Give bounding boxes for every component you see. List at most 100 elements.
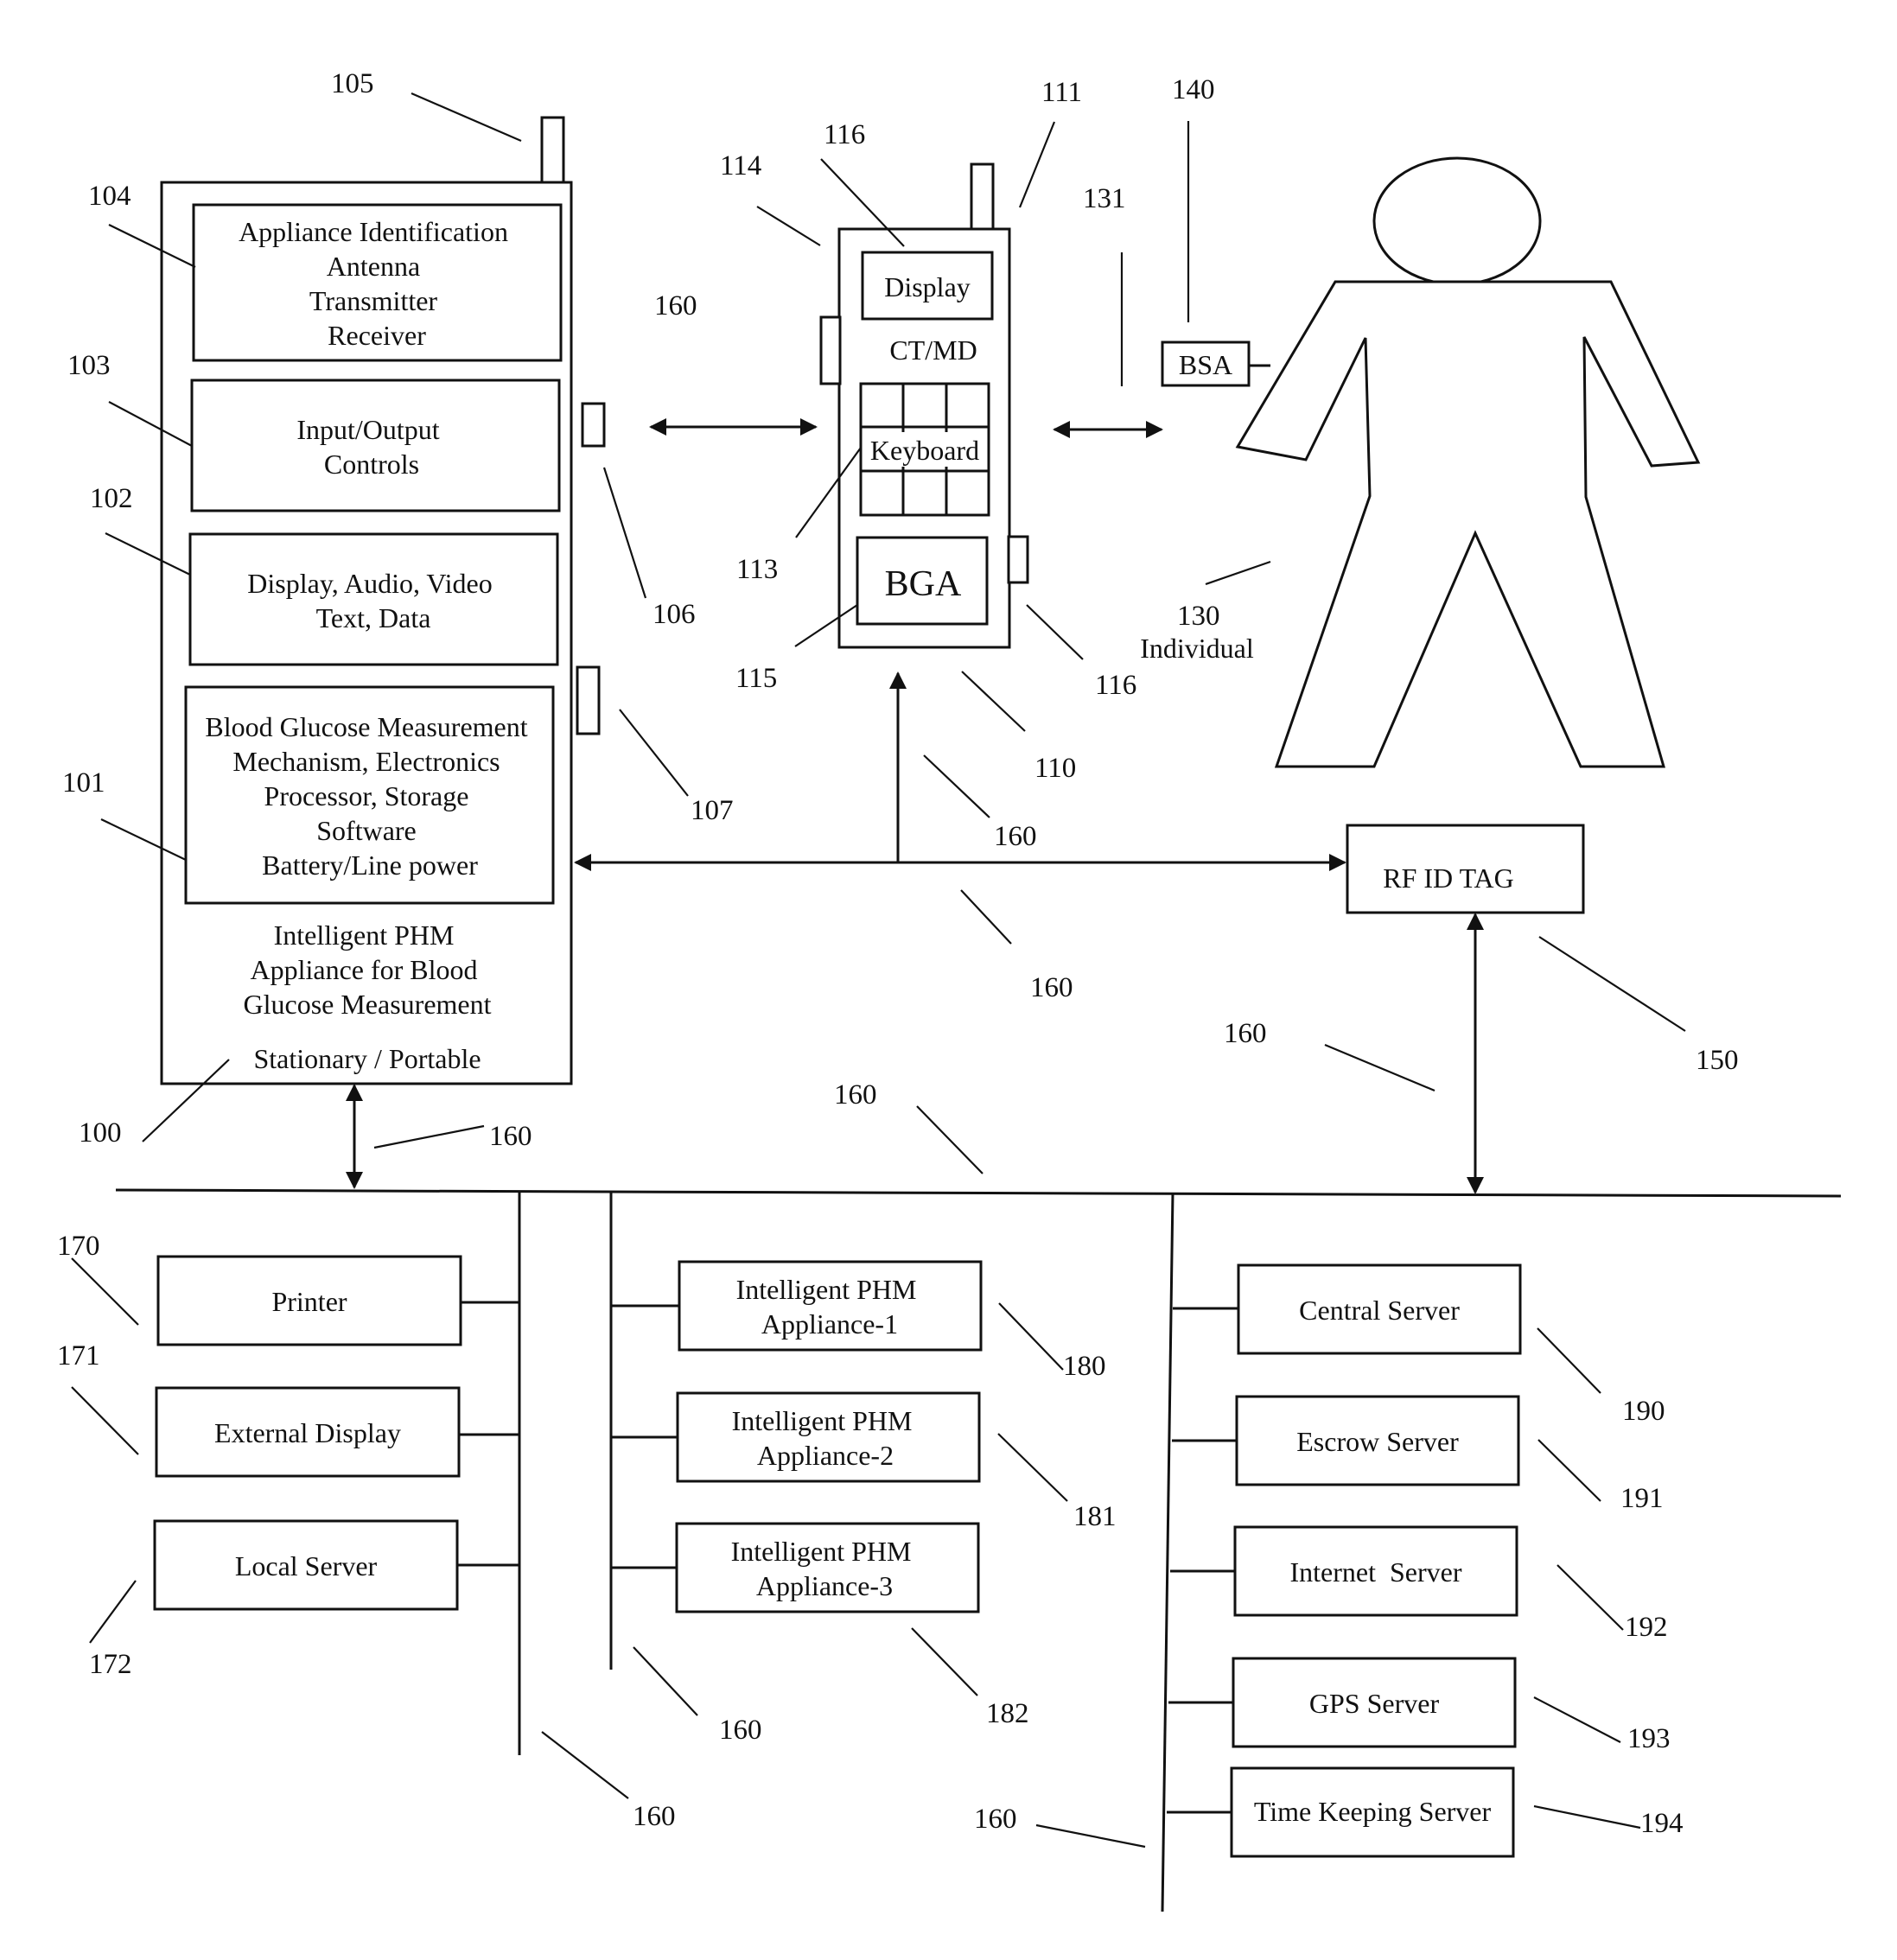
phm-appliance-3-line: Appliance-3 [756,1570,893,1601]
ref-110: 110 [1034,753,1076,784]
ref-160-d: 160 [1224,1018,1267,1049]
svg-text:Appliance Identification: Appliance Identification Antenna Transmi… [239,216,515,351]
escrow-server-box [1235,1395,1520,1486]
ref-104: 104 [88,181,131,212]
block-103-line: Controls [324,449,419,480]
reference-numerals: 105 104 103 102 101 100 106 107 114 116 … [57,68,1739,1839]
svg-text:Intelligent PHM Applianc: Intelligent PHM Appliance for Blood Gluc… [243,920,491,1020]
ref-116-top: 116 [824,119,865,150]
escrow-server-label: Escrow Server [1296,1426,1459,1457]
block-104-identification [192,203,563,362]
svg-text:Blood Glucose Measurement: Blood Glucose Measurement Mechanism, Ele… [205,711,534,881]
block-101-line: Battery/Line power [262,850,478,881]
svg-text:Intelligent PHM Applianc: Intelligent PHM Appliance-3 [731,1536,919,1601]
local-server-label: Local Server [235,1550,378,1581]
ref-106: 106 [652,599,696,630]
block-102-display [188,532,559,666]
ref-172: 172 [89,1649,132,1680]
internet-server-box [1233,1525,1518,1617]
ref-192: 192 [1625,1612,1668,1643]
phm-appliance-1-box [678,1260,983,1352]
svg-text:Display, Audio, Video Te: Display, Audio, Video Text, Data [247,568,499,633]
ref-194: 194 [1640,1808,1684,1839]
ref-160-b: 160 [994,821,1037,852]
bsa-sensor [1161,340,1251,387]
port-107 [576,665,601,735]
port-106 [581,402,606,448]
svg-text:Intelligent PHM Applianc: Intelligent PHM Appliance-1 [736,1274,924,1340]
block-103-line: Input/Output [296,414,439,445]
ref-113: 113 [736,554,778,585]
phm-appliance-2-line: Appliance-2 [757,1440,894,1471]
phm-appliance-title-line: Appliance for Blood [250,954,477,985]
external-display-box [155,1386,461,1478]
ctmd-side-port-116 [1007,535,1029,584]
block-101-line: Software [316,815,417,846]
central-server-box [1237,1263,1522,1355]
block-101-line: Blood Glucose Measurement [205,711,527,742]
block-104-line: Antenna [327,251,420,282]
ref-160-f: 160 [489,1121,532,1152]
ref-101: 101 [62,767,105,799]
bsa-label: BSA [1179,349,1232,380]
ref-131: 131 [1083,183,1126,214]
phm-appliance-1-line: Intelligent PHM [736,1274,917,1305]
ref-111: 111 [1041,77,1082,108]
printer-label: Printer [271,1286,347,1317]
servers: Central Server Escrow Server Internet Se… [1167,1263,1522,1858]
ref-100: 100 [79,1117,122,1149]
external-display-label: External Display [214,1417,401,1448]
leader-lines [71,92,1686,1849]
connection-arrows [346,418,1484,1194]
ctmd-display [861,251,994,321]
phm-appliance-2-box [676,1391,981,1483]
ref-150: 150 [1696,1045,1739,1076]
ref-105: 105 [331,68,374,99]
ctmd-keyboard: Keyboard [859,382,990,517]
ref-102: 102 [90,483,133,514]
ctmd-device: Display CT/MD Keyboard BGA [819,162,1029,649]
phm-appliance-title-line: Intelligent PHM [274,920,455,951]
ref-115: 115 [735,663,777,694]
ref-193: 193 [1627,1723,1671,1754]
ref-160-g: 160 [719,1715,762,1746]
ctmd-keyboard-label: Keyboard [870,435,979,466]
ref-170: 170 [57,1231,100,1262]
ref-116-bottom: 116 [1095,670,1136,701]
local-server-box [153,1519,459,1611]
phm-appliance-2-line: Intelligent PHM [732,1405,913,1436]
block-104-line: Transmitter [309,285,438,316]
ref-140: 140 [1172,74,1215,105]
block-101-line: Mechanism, Electronics [232,746,500,777]
ctmd-label: CT/MD [889,334,977,366]
ref-180: 180 [1063,1351,1106,1382]
rfid-tag [1346,824,1585,914]
phm-appliance: Appliance Identification Antenna Transmi… [160,116,606,1085]
svg-text:Intelligent PHM Applianc: Intelligent PHM Appliance-2 [732,1405,920,1471]
ref-160-h: 160 [633,1801,676,1832]
peripherals: Printer External Display Local Server [153,1255,519,1611]
block-104-line: Receiver [328,320,426,351]
phm-appliances: Intelligent PHM Appliance-1 Intelligent … [611,1260,983,1613]
ref-114: 114 [720,150,761,181]
phm-appliance-1-line: Appliance-1 [761,1308,898,1340]
ref-191: 191 [1620,1483,1664,1514]
ctmd-side-port-114 [819,315,842,385]
time-keeping-server-label: Time Keeping Server [1254,1796,1492,1827]
ref-160-a: 160 [654,290,697,321]
ref-190: 190 [1622,1396,1665,1427]
block-104-line: Appliance Identification [239,216,508,247]
ref-160-e: 160 [834,1079,877,1110]
block-101-line: Processor, Storage [264,780,469,811]
network-bus [115,1188,1842,1912]
ref-107: 107 [691,795,734,826]
ref-103: 103 [67,350,111,381]
individual-figure [1235,156,1701,768]
ctmd-display-label: Display [884,271,971,302]
ref-130: 130 [1177,601,1220,632]
block-101-measurement [184,685,555,905]
phm-appliance-antenna [540,116,565,186]
ctmd-antenna [970,162,995,235]
block-102-line: Display, Audio, Video [247,568,492,599]
